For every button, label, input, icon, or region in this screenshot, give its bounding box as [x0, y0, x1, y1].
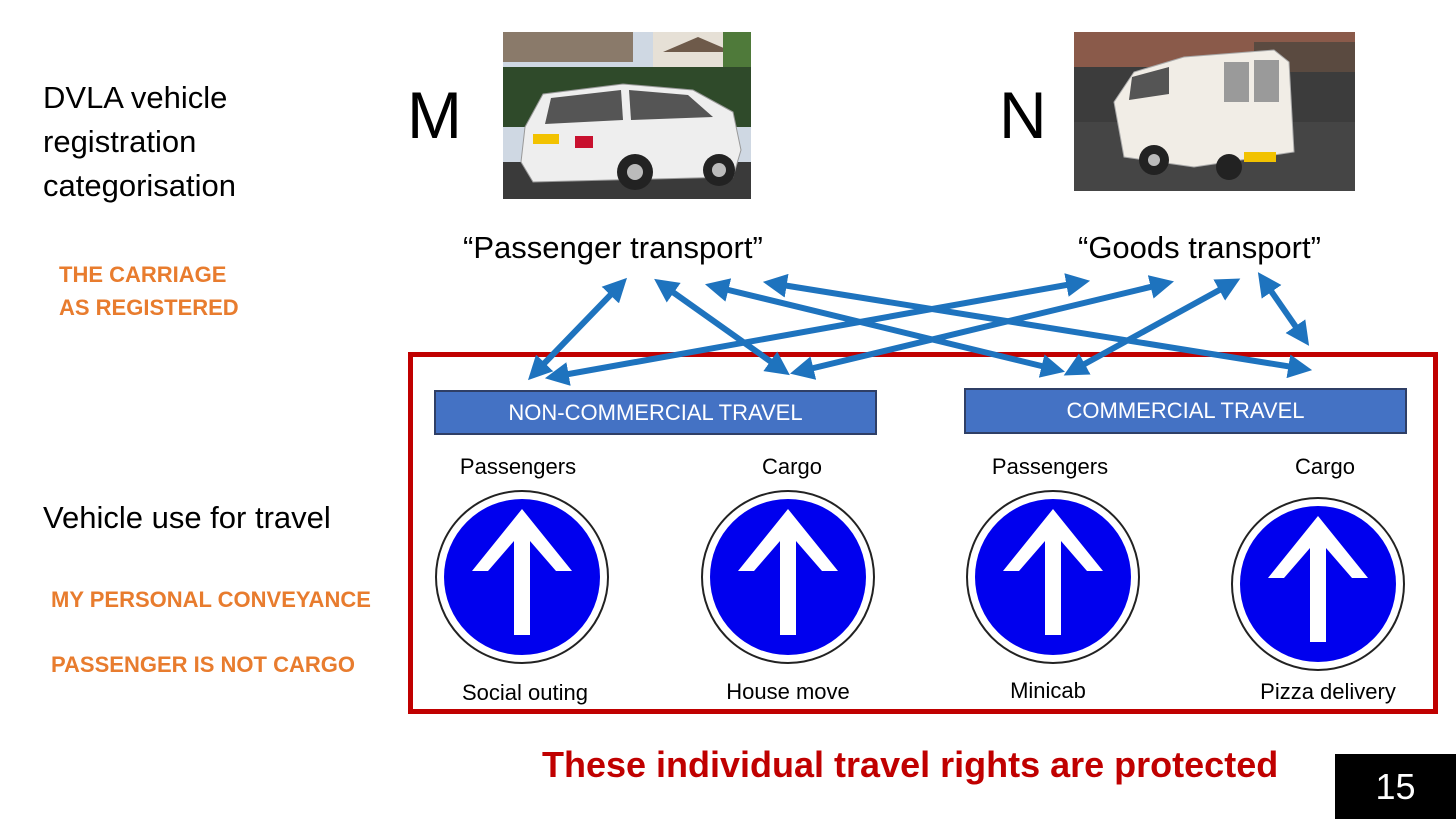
- use-heading: Vehicle use for travel: [43, 500, 331, 535]
- carriage-note-line1: THE CARRIAGE: [59, 262, 227, 287]
- registration-heading: DVLA vehicle registration categorisation: [43, 80, 237, 203]
- protected-rights-statement: These individual travel rights are prote…: [542, 744, 1279, 785]
- double-headed-arrow-icon: [527, 277, 628, 381]
- column-header-passengers-noncommercial: Passengers: [459, 454, 577, 479]
- column-header-cargo-noncommercial: Cargo: [762, 454, 822, 479]
- goods-van-photo: [1074, 32, 1355, 191]
- column-header-cargo-commercial: Cargo: [1295, 454, 1355, 479]
- column-header-passengers-commercial: Passengers: [991, 454, 1109, 479]
- goods-transport-label: “Goods transport”: [1078, 230, 1321, 265]
- page-number-label: 15: [1375, 765, 1416, 807]
- double-headed-arrow-icon: [1063, 278, 1241, 376]
- note-passenger-not-cargo: PASSENGER IS NOT CARGO: [51, 652, 355, 677]
- double-headed-arrow-icon: [544, 273, 1091, 386]
- ahead-only-sign-icon: [435, 490, 609, 664]
- ahead-only-sign-icon: [966, 490, 1140, 664]
- commercial-travel-label: COMMERCIAL TRAVEL: [1066, 398, 1305, 423]
- passenger-car-photo: [503, 32, 751, 199]
- commercial-travel-bar: COMMERCIAL TRAVEL: [964, 388, 1407, 434]
- non-commercial-travel-bar: NON-COMMERCIAL TRAVEL: [434, 390, 877, 435]
- category-n-letter: N: [999, 78, 1047, 152]
- example-minicab: Minicab: [1010, 678, 1086, 703]
- non-commercial-travel-label: NON-COMMERCIAL TRAVEL: [508, 399, 803, 425]
- note-personal-conveyance: MY PERSONAL CONVEYANCE: [51, 587, 371, 612]
- category-m-letter: M: [407, 78, 462, 152]
- page-number: 15: [1335, 754, 1456, 819]
- passenger-transport-label: “Passenger transport”: [463, 230, 763, 265]
- example-social-outing: Social outing: [462, 680, 588, 705]
- double-headed-arrow-icon: [1257, 272, 1310, 346]
- example-pizza-delivery: Pizza delivery: [1260, 679, 1396, 704]
- carriage-note-line2: AS REGISTERED: [59, 295, 239, 320]
- example-house-move: House move: [726, 679, 850, 704]
- carriage-note: THE CARRIAGE AS REGISTERED: [59, 258, 239, 324]
- ahead-only-sign-icon: [701, 490, 875, 664]
- ahead-only-sign-icon: [1231, 497, 1405, 671]
